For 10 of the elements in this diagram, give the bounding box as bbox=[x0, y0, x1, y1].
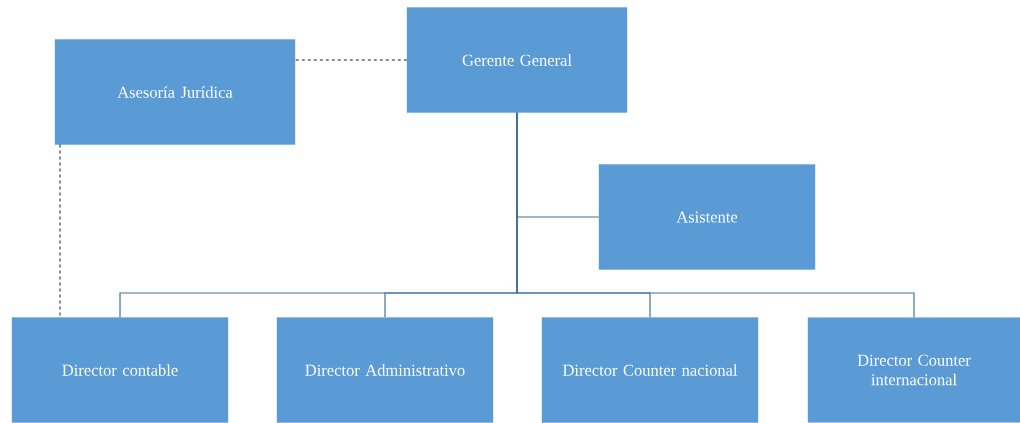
org-box: Director Counter nacional bbox=[541, 317, 759, 423]
connector-line bbox=[294, 59, 408, 61]
connector-line bbox=[59, 144, 61, 318]
org-box: Director contable bbox=[11, 317, 229, 423]
org-box: Director Administrativo bbox=[276, 317, 494, 423]
org-box: Gerente General bbox=[406, 7, 628, 113]
connector-line bbox=[516, 112, 915, 318]
org-box: Asistente bbox=[598, 164, 816, 270]
org-box: Asesoría Jurídica bbox=[54, 39, 296, 145]
org-box: Director Counter internacional bbox=[807, 317, 1020, 423]
